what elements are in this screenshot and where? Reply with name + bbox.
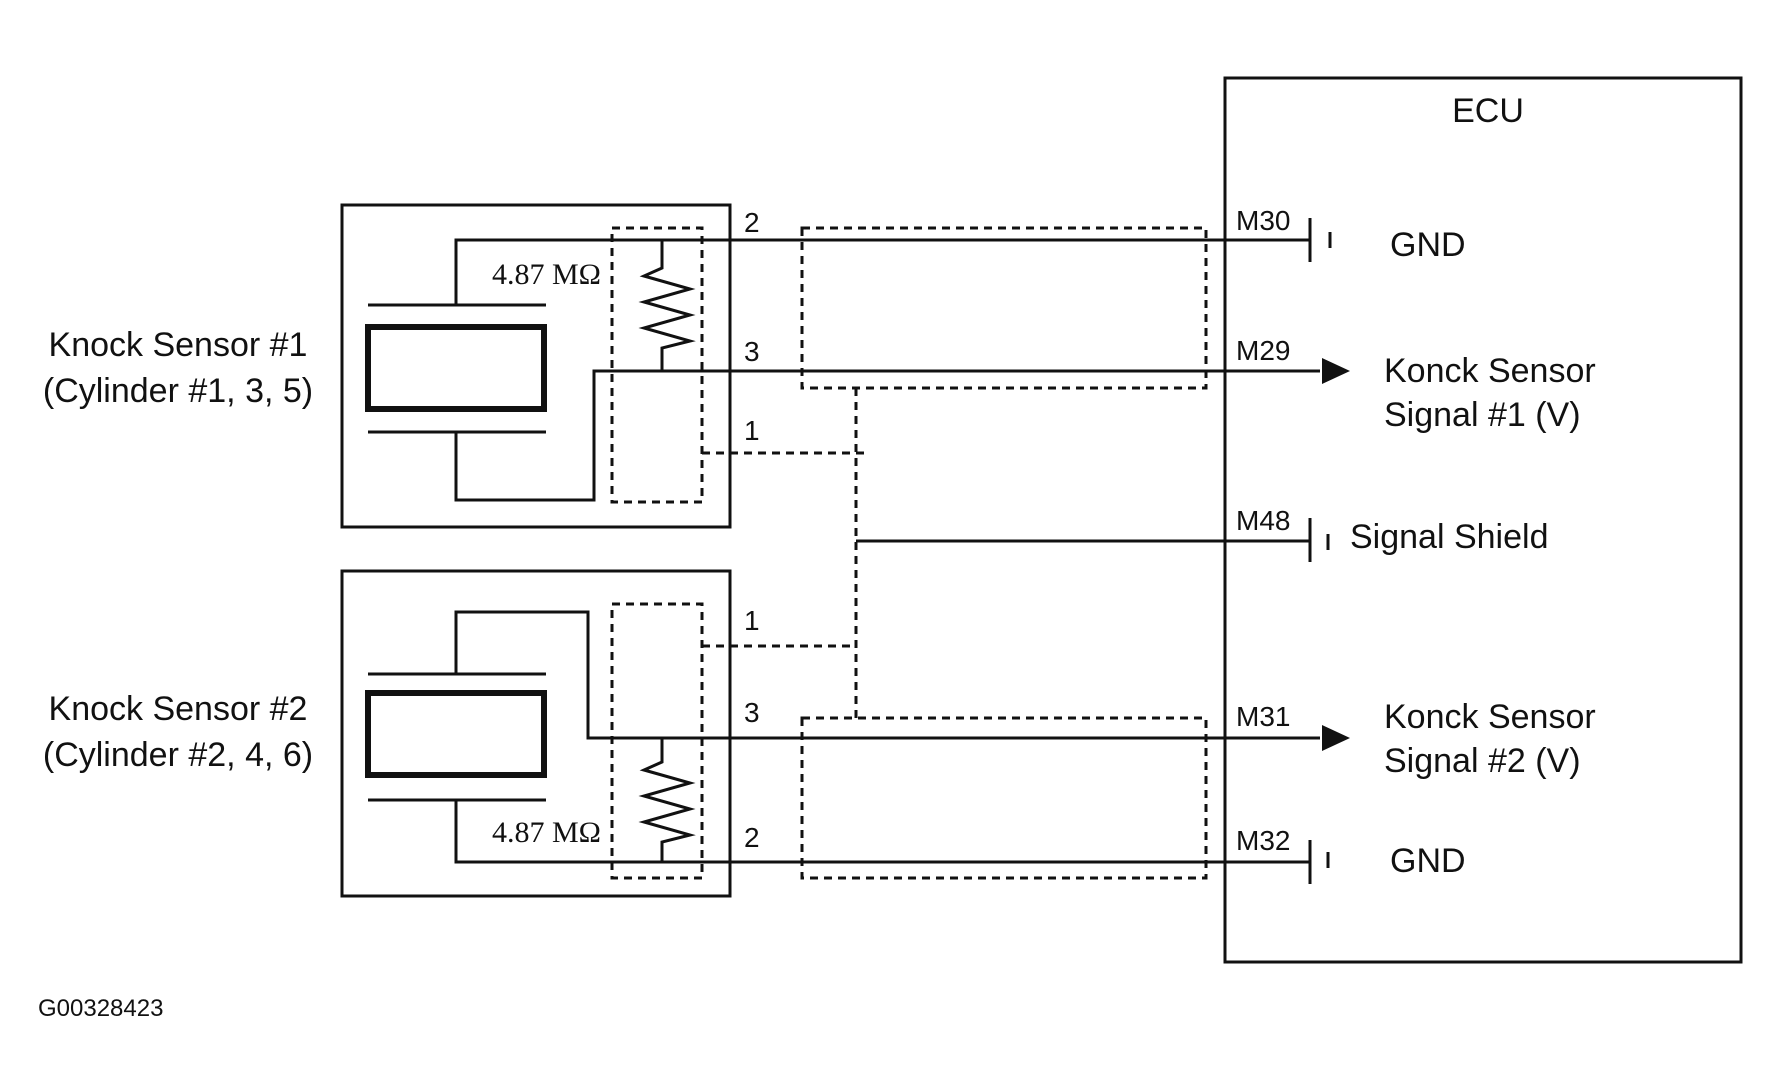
sensor1-resistor <box>638 240 696 371</box>
sensor1-piezo-element <box>365 324 547 412</box>
sensor1-pin-1: 1 <box>744 415 760 446</box>
sensor2-resistance: 4.87 MΩ <box>492 816 601 849</box>
sensor1-resistance: 4.87 MΩ <box>492 258 601 291</box>
sensor1-internal-wire-bottom <box>454 369 730 502</box>
harness-shield-upper <box>800 226 1208 390</box>
sensor2-pin-1: 1 <box>744 605 760 636</box>
sensor2-piezo-element <box>365 690 547 778</box>
terminal-label-signal1-line2: Signal #1 (V) <box>1384 396 1581 434</box>
sensor2-pin-3: 3 <box>744 697 760 728</box>
ecu-box <box>1223 76 1743 964</box>
sensor1-internal-shield <box>610 226 704 504</box>
sensor1-cylinders: (Cylinder #1, 3, 5) <box>43 372 313 410</box>
terminal-pin-m48: M48 <box>1236 505 1290 536</box>
sensor1-pin-2: 2 <box>744 207 760 238</box>
arrow-m31 <box>1322 725 1350 751</box>
sensor2-internal-shield <box>610 602 704 880</box>
sensor1-housing <box>340 203 732 529</box>
terminal-label-signal1-line1: Konck Sensor <box>1384 352 1596 390</box>
terminal-pin-m30: M30 <box>1236 205 1290 236</box>
sensor2-housing <box>340 569 732 898</box>
terminal-label-gnd-1: GND <box>1390 226 1466 264</box>
sensor1-pin-3: 3 <box>744 336 760 367</box>
terminal-pin-m29: M29 <box>1236 335 1290 366</box>
figure-code: G00328423 <box>38 995 163 1022</box>
terminal-label-signal2-line1: Konck Sensor <box>1384 698 1596 736</box>
sensor1-name: Knock Sensor #1 <box>49 326 308 364</box>
sensor2-pin-2: 2 <box>744 822 760 853</box>
sensor2-cylinders: (Cylinder #2, 4, 6) <box>43 736 313 774</box>
terminal-pin-m31: M31 <box>1236 701 1290 732</box>
ecu-title: ECU <box>1452 92 1524 130</box>
sensor1-internal-wire-top <box>454 238 730 305</box>
terminal-label-signal-shield: Signal Shield <box>1350 518 1548 556</box>
sensor2-internal-wire-bottom <box>454 800 730 864</box>
sensor2-name: Knock Sensor #2 <box>49 690 308 728</box>
arrow-m29 <box>1322 358 1350 384</box>
sensor2-resistor <box>638 738 696 862</box>
harness-shield-lower <box>800 716 1208 880</box>
terminal-label-signal2-line2: Signal #2 (V) <box>1384 742 1581 780</box>
sensor2-internal-wire-top <box>454 610 730 740</box>
terminal-label-gnd-2: GND <box>1390 842 1466 880</box>
terminal-pin-m32: M32 <box>1236 825 1290 856</box>
